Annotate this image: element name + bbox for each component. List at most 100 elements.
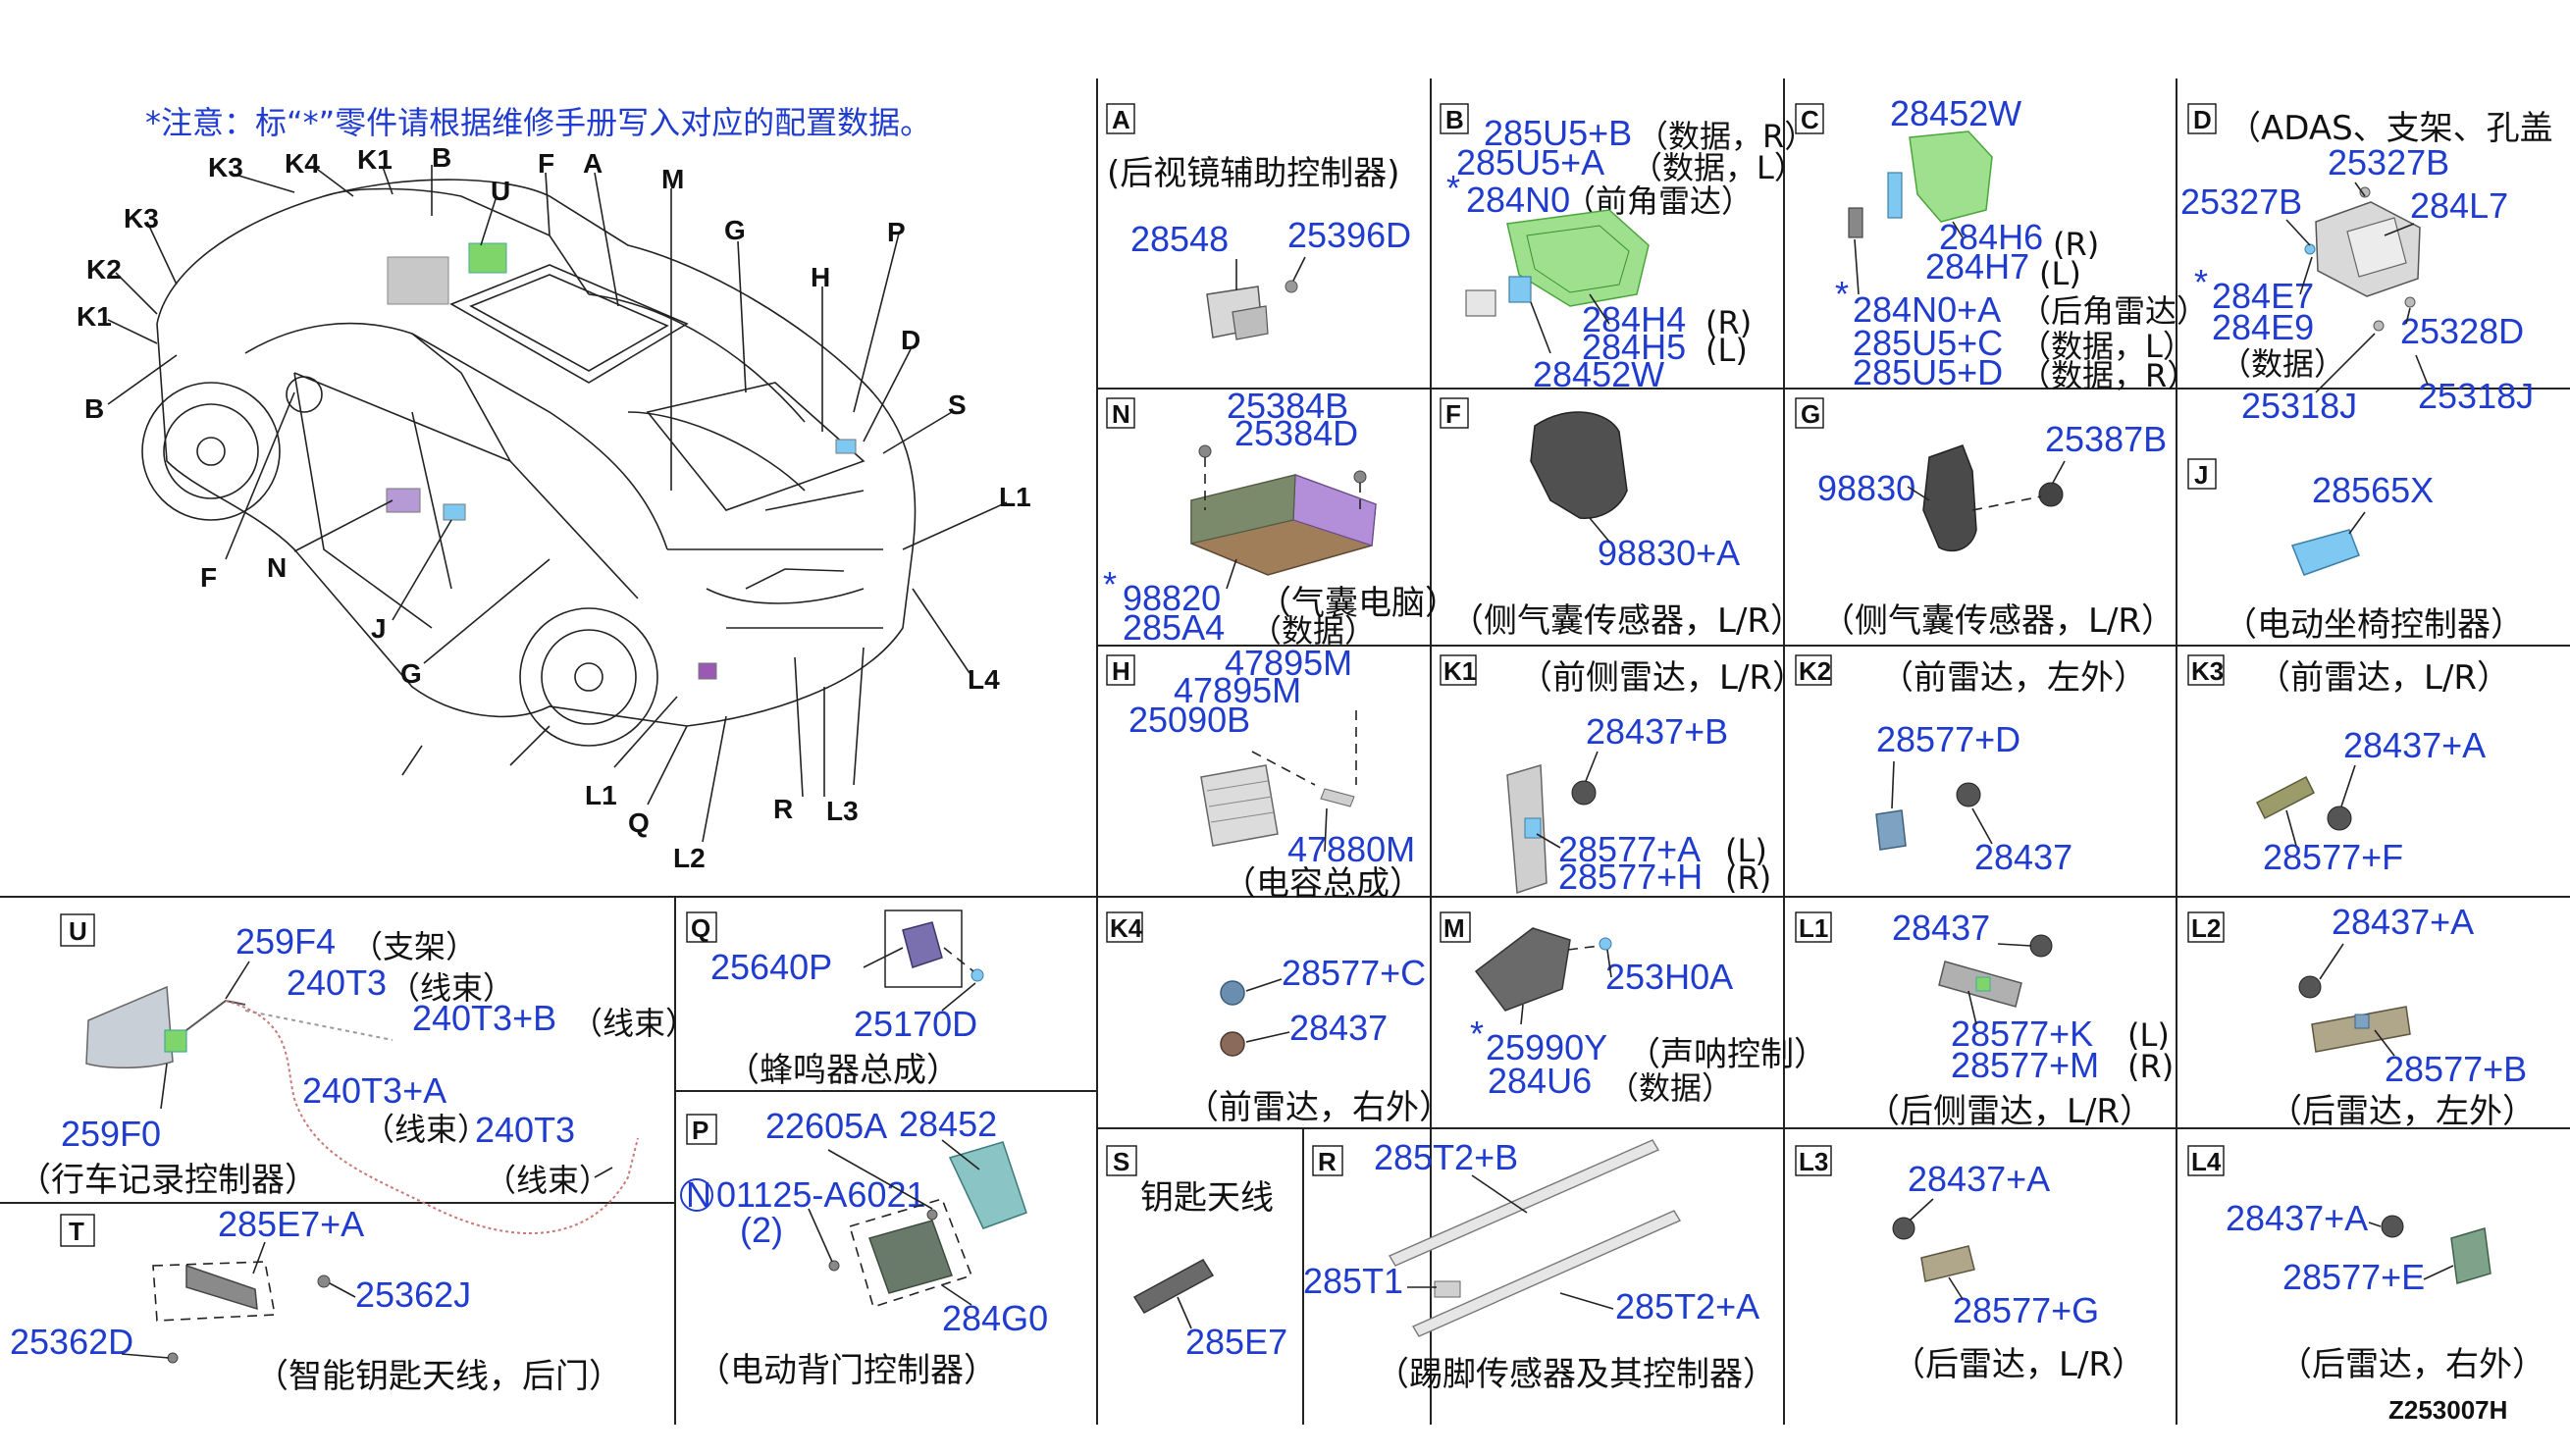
mirror-module-mark [387, 256, 449, 305]
cell-letter: S [1113, 1147, 1129, 1176]
part-number: 25318J [2418, 376, 2534, 416]
config-asterisk: * [1103, 564, 1117, 604]
cell-title: （侧气囊传感器，L/R） [1821, 601, 2175, 641]
part-number: 25384D [1234, 413, 1358, 453]
part-number: 28548 [1130, 219, 1229, 259]
part-number: 284E7 [2212, 276, 2314, 316]
part-note: (L) [2039, 255, 2081, 292]
capacitor-assembly [1200, 764, 1279, 847]
car-label-k1-left: K1 [77, 301, 112, 332]
rear-radar-bracket-l3 [1920, 1245, 1975, 1282]
cell-l4: L4 28437+A 28577+E （后雷达，右外） [2187, 1145, 2545, 1384]
cell-h: H 47895M 47895M 25090B 47880M （电容总成） [1106, 643, 1423, 904]
part-number: 47895M [1225, 643, 1352, 683]
cell-k3: K3 （前雷达，L/R） 28437+A 28577+F [2187, 654, 2510, 877]
part-number: 28437+B [1586, 711, 1728, 752]
cell-title: （ADAS、支架、孔盖 [2228, 109, 2553, 148]
part-number: 98830 [1817, 468, 1915, 508]
cell-letter: K1 [1443, 656, 1476, 686]
part-number: 28437+A [2332, 902, 2474, 942]
cell-m: M 253H0A * 25990Y （声呐控制） 284U6 （数据） [1440, 911, 1827, 1107]
kick-sensor-lower [1411, 1210, 1682, 1337]
part-number: 28577+F [2263, 837, 2403, 877]
part-number: 284E9 [2212, 307, 2314, 347]
dash-cam-mark [468, 242, 507, 274]
cell-letter: R [1318, 1147, 1337, 1176]
cell-l3: L3 28437+A 28577+G （后雷达，L/R） [1795, 1145, 2145, 1384]
part-number: 25384B [1227, 386, 1348, 426]
cell-title: （前雷达，右外） [1185, 1088, 1452, 1127]
cell-title: （行车记录控制器） [18, 1161, 318, 1200]
part-number: 28437 [1974, 837, 2072, 877]
cell-letter: K3 [2191, 656, 2224, 686]
cell-k2: K2 （前雷达，左外） 28577+D 28437 [1795, 654, 2147, 877]
part-number: 25362D [10, 1322, 133, 1362]
cell-l1: L1 28437 28577+K (L) 28577+M (R) （后侧雷达，L… [1795, 908, 2174, 1131]
car-label-l2: L2 [673, 843, 706, 873]
part-number: 28577+B [2385, 1049, 2527, 1089]
part-number: 25990Y [1486, 1027, 1607, 1067]
cell-letter: J [2194, 460, 2208, 490]
part-note: （数据，L） [1631, 149, 1806, 186]
cell-f: F 98830+A （侧气囊传感器，L/R） [1440, 397, 1804, 641]
part-number: 284L7 [2410, 185, 2508, 226]
part-number: 285U5+A [1456, 142, 1604, 182]
part-number: 28577+E [2282, 1257, 2425, 1297]
part-number: 240T3 [475, 1110, 575, 1150]
part-note: （数据） [1250, 612, 1376, 650]
smart-key-antenna [185, 1264, 258, 1311]
cell-title: （蜂鸣器总成） [726, 1051, 960, 1090]
part-number: 28565X [2312, 470, 2434, 510]
part-number: 285E7+A [218, 1204, 364, 1244]
part-number: 253H0A [1605, 957, 1733, 997]
car-label-q: Q [628, 807, 650, 838]
part-number: 259F0 [61, 1114, 161, 1154]
cell-k4: K4 28577+C 28437 （前雷达，右外） [1106, 911, 1452, 1127]
part-number: N [686, 1174, 711, 1215]
part-number: 28577+A [1558, 829, 1701, 869]
front-radar-bracket [2255, 775, 2316, 820]
cell-letter: C [1801, 105, 1819, 134]
part-number: 284H5 [1582, 327, 1686, 367]
car-label-a: A [583, 148, 603, 179]
cell-p: P 22605A 28452 N 01125-A6021 (2) 284G0 （… [680, 1104, 1048, 1390]
cell-letter: Q [691, 913, 710, 943]
part-number: 25396D [1287, 215, 1411, 255]
cell-letter: T [69, 1217, 84, 1246]
cell-r: R 285T2+B 285T1 285T2+A （踢脚传感器及其控制器） [1303, 1137, 1776, 1394]
car-label-l1-right: L1 [999, 482, 1031, 512]
part-note: （数据） [2220, 345, 2345, 383]
part-number: 25387B [2045, 419, 2167, 459]
cell-letter: F [1445, 399, 1461, 429]
part-number: 28437 [1289, 1008, 1388, 1048]
cell-q: Q 25640P 25170D （蜂鸣器总成） [686, 910, 984, 1090]
part-number: 47880M [1287, 829, 1415, 869]
part-note: （线束） [389, 969, 514, 1007]
cell-j: J 28565X （电动坐椅控制器） [2187, 458, 2524, 645]
cell-b: B 285U5+B （数据，R） 285U5+A （数据，L） * 284N0 … [1440, 103, 1815, 394]
part-number: 01125-A6021 [716, 1174, 926, 1215]
part-number: 28577+C [1282, 953, 1426, 993]
part-number: 25640P [710, 947, 832, 987]
side-airbag-sensor-f [1530, 411, 1628, 519]
part-number: 285A4 [1123, 607, 1225, 648]
cell-title: （前雷达，左外） [1880, 658, 2147, 698]
part-number: 285T2+A [1615, 1286, 1759, 1326]
part-number: 28577+H [1558, 857, 1703, 897]
car-label-l3: L3 [826, 796, 859, 826]
part-number: 240T3+A [302, 1070, 446, 1111]
cell-title: （声呐控制） [1627, 1035, 1827, 1074]
cell-letter: L1 [1799, 913, 1828, 943]
front-corner-radar-sensor [1508, 276, 1532, 303]
rear-corner-radar-sensor [1887, 172, 1903, 219]
part-number: 28437+A [2226, 1198, 2368, 1238]
part-number: 25090B [1128, 700, 1250, 740]
part-number: 284N0+A [1853, 289, 2001, 330]
part-number: (2) [740, 1210, 783, 1250]
rear-corner-radar-bracket [1909, 130, 1993, 223]
car-label-l1-bottom: L1 [585, 780, 617, 810]
cell-title: （前侧雷达，L/R） [1519, 658, 1806, 698]
cell-g: G 25387B 98830 （侧气囊传感器，L/R） [1795, 397, 2175, 641]
car-label-f-bottom: F [200, 562, 217, 593]
